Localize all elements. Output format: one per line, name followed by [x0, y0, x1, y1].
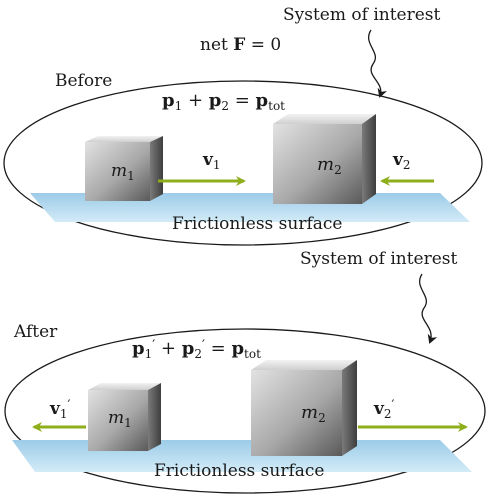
frictionless-surface-label: Frictionless surface — [172, 214, 343, 234]
block-m1-label: m1 — [108, 408, 132, 430]
block-m1: m1 — [88, 383, 161, 451]
net-force-label: net F = 0 — [200, 35, 281, 55]
frictionless-surface-label: Frictionless surface — [154, 461, 325, 481]
block-m2: m2 — [251, 360, 357, 456]
system-boundary-ellipse — [4, 328, 486, 494]
velocity-label-v2: v2 — [392, 150, 411, 172]
velocity-label-v2-prime: v2′ — [373, 398, 395, 421]
momentum-equation: p1 + p2 = ptot — [162, 90, 285, 113]
after-label: After — [13, 322, 58, 342]
block-m2-label: m2 — [317, 154, 342, 177]
system-pointer-arrow — [368, 29, 388, 98]
block-m2-label: m2 — [301, 402, 326, 425]
after-panel: System of interest After p1′ + p2′ = pto… — [4, 249, 486, 494]
system-of-interest-label: System of interest — [300, 249, 458, 269]
before-panel: System of interest net F = 0 Before p1 +… — [3, 5, 483, 246]
system-boundary-ellipse — [3, 80, 483, 246]
momentum-equation: p1′ + p2′ = ptot — [132, 338, 261, 361]
system-pointer-arrow — [419, 273, 438, 344]
velocity-label-v1: v1 — [202, 150, 221, 172]
before-label: Before — [55, 71, 112, 91]
block-m2: m2 — [273, 114, 376, 204]
block-m1-label: m1 — [111, 161, 135, 183]
block-m1: m1 — [85, 136, 163, 201]
system-of-interest-label: System of interest — [283, 5, 441, 25]
velocity-label-v1-prime: v1′ — [49, 398, 71, 421]
